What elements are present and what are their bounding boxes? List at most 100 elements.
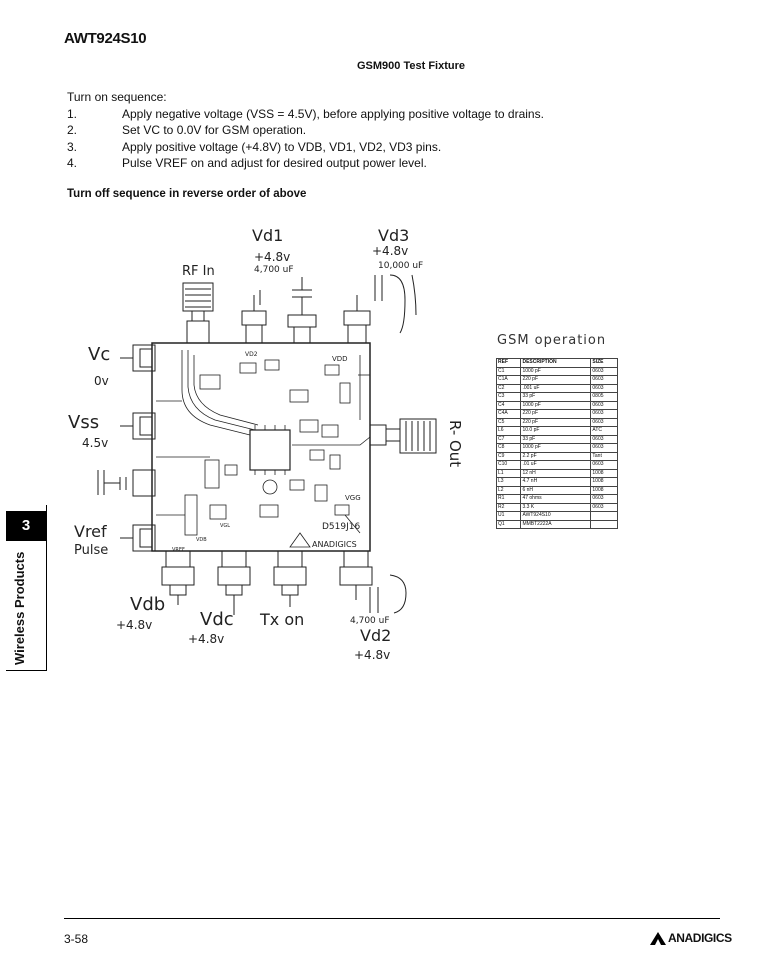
bom-cell: C2: [495, 383, 522, 393]
bom-cell: 1000 pF: [520, 443, 592, 453]
bom-cell: 0603: [590, 417, 618, 427]
vdc-label: Vdc: [200, 609, 234, 630]
bom-cell: 0603: [590, 434, 618, 444]
bom-cell: 0603: [590, 366, 618, 376]
bom-cell: 0603: [590, 400, 618, 410]
bom-header-cell: SIZE: [590, 358, 618, 368]
bom-cell: 12 nH: [520, 468, 592, 478]
vd2-capacitance: 4,700 uF: [350, 616, 390, 626]
bom-cell: C1A: [495, 375, 522, 385]
vc-connector: [120, 344, 156, 372]
vd1-capacitance: 4,700 uF: [254, 265, 294, 275]
vd1-connector: [241, 295, 267, 344]
bom-cell: 220 pF: [520, 417, 592, 427]
bom-cell: 1000 pF: [520, 400, 592, 410]
bom-cell: C4A: [495, 409, 522, 419]
step-text: Apply negative voltage (VSS = 4.5V), bef…: [122, 106, 544, 121]
bom-cell: L2: [495, 485, 522, 495]
vss-connector: [120, 412, 156, 440]
turn-on-heading: Turn on sequence:: [67, 90, 167, 104]
step-2: 2.Set VC to 0.0V for GSM operation.: [67, 122, 544, 139]
step-4: 4.Pulse VREF on and adjust for desired o…: [67, 155, 544, 172]
board-label-vdd: VDD: [332, 355, 348, 363]
board-label-vgg: VGG: [345, 494, 361, 502]
bom-cell: 0603: [590, 460, 618, 470]
board-label-vgl: VGL: [220, 523, 230, 529]
rf-in-connector: [182, 282, 214, 344]
amplifier-ic: [249, 429, 291, 471]
vd2-label: Vd2: [360, 626, 391, 645]
section-tab: 3 Wireless Products: [6, 505, 47, 671]
bom-cell: 33 pF: [520, 392, 592, 402]
bom-cell: 47 ohms: [520, 494, 592, 504]
board-logo: ANADIGICS: [312, 540, 357, 549]
test-fixture-diagram: Vd1 +4.8v 4,700 uF Vd3 +4.8v 10,000 uF R…: [68, 226, 464, 662]
vss-label: Vss: [68, 412, 99, 433]
page-number: 3-58: [64, 932, 89, 946]
turn-on-sequence: Turn on sequence: 1. Apply negative volta…: [67, 89, 544, 172]
bom-cell: 4.7 nH: [520, 477, 592, 487]
bom-cell: 0805: [590, 392, 618, 402]
vd3-label: Vd3: [378, 226, 409, 245]
bom-cell: C9: [495, 451, 522, 461]
bom-cell: 0603: [590, 383, 618, 393]
vdc-connector: [217, 550, 251, 615]
footer-rule: [64, 918, 720, 919]
bom-cell: C5: [495, 417, 522, 427]
bom-cell: U1: [495, 511, 522, 521]
bom-cell: 3.3 K: [520, 502, 592, 512]
step-number: 1.: [67, 106, 78, 121]
bom-cell: 10.0 pF: [520, 426, 592, 436]
bom-cell: [590, 511, 618, 521]
vd1-capacitor: [259, 277, 317, 344]
bom-cell: L1: [495, 468, 522, 478]
bom-header-cell: DESCRIPTION: [520, 358, 592, 368]
step-text: Pulse VREF on and adjust for desired out…: [122, 156, 427, 170]
bom-cell: R2: [495, 502, 522, 512]
rf-out-label: R- Out: [446, 420, 464, 467]
step-1: 1. Apply negative voltage (VSS = 4.5V), b…: [67, 106, 544, 123]
step-number: 3.: [67, 139, 78, 154]
bom-cell: 0603: [590, 502, 618, 512]
board-logo-mark: [289, 532, 311, 548]
anadigics-logo-icon: [650, 931, 666, 945]
vd3-voltage: +4.8v: [372, 244, 408, 258]
board-id: D519J16: [322, 522, 360, 532]
bom-cell: 0603: [590, 409, 618, 419]
vd3-capacitance: 10,000 uF: [378, 261, 423, 271]
step-text: Set VC to 0.0V for GSM operation.: [122, 123, 307, 137]
bom-cell: 1008: [590, 477, 618, 487]
bom-cell: C7: [495, 434, 522, 444]
bom-cell: 0603: [590, 443, 618, 453]
bom-cell: C8: [495, 443, 522, 453]
bom-title: GSM operation: [497, 333, 607, 348]
footer-logo: ANADIGICS: [650, 931, 732, 945]
bom-cell: AWT924S10: [520, 511, 592, 521]
bom-cell: .001 uF: [520, 383, 592, 393]
bom-cell: 1008: [590, 485, 618, 495]
board-label-vref: VREF: [172, 547, 185, 553]
bom-cell: [590, 519, 618, 529]
bom-cell: C3: [495, 392, 522, 402]
bom-cell: Q1: [495, 519, 522, 529]
bom-cell: 1000 pF: [520, 366, 592, 376]
board-label-vdb: VDB: [196, 537, 207, 543]
vdb-label: Vdb: [130, 594, 165, 615]
vdb-connector: [161, 550, 195, 605]
tx-on-connector: [273, 550, 307, 607]
pulse-label: Pulse: [74, 543, 108, 558]
vdc-voltage: +4.8v: [188, 632, 224, 646]
